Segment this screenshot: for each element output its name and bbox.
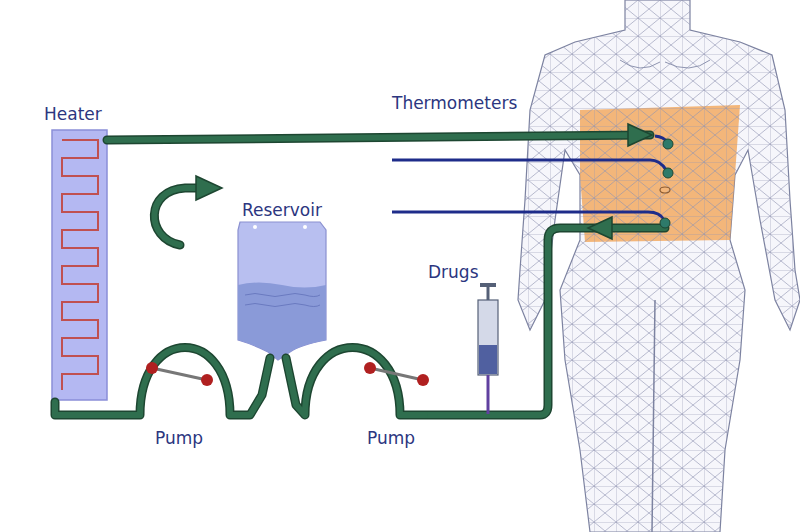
node-label: Pump bbox=[367, 428, 415, 448]
tube-connector bbox=[286, 358, 305, 415]
probe-tip bbox=[660, 139, 673, 228]
tube-connector bbox=[230, 358, 270, 415]
node-label: Reservoir bbox=[242, 200, 322, 220]
syringe bbox=[478, 283, 498, 414]
node-label: Drugs bbox=[428, 262, 479, 282]
reservoir-node: Reservoir bbox=[232, 198, 332, 358]
flow-arrow bbox=[588, 217, 612, 239]
reservoir-bag bbox=[238, 222, 326, 360]
thermometer-probes bbox=[392, 136, 667, 220]
flow-arrow bbox=[628, 124, 652, 146]
heater-coil bbox=[52, 130, 107, 400]
pump-node: Pump bbox=[305, 340, 400, 450]
pump-node: Pump bbox=[140, 340, 230, 450]
drugs-node: Drugs bbox=[425, 258, 515, 418]
callout-label: Thermometers bbox=[392, 93, 517, 113]
heater-node: Heater bbox=[40, 104, 112, 404]
node-label: Pump bbox=[155, 428, 203, 448]
tube-connector bbox=[55, 404, 140, 415]
flow-arrow bbox=[196, 176, 222, 200]
tube-connector bbox=[400, 412, 425, 418]
node-label: Heater bbox=[44, 104, 102, 124]
tubing bbox=[55, 135, 665, 415]
